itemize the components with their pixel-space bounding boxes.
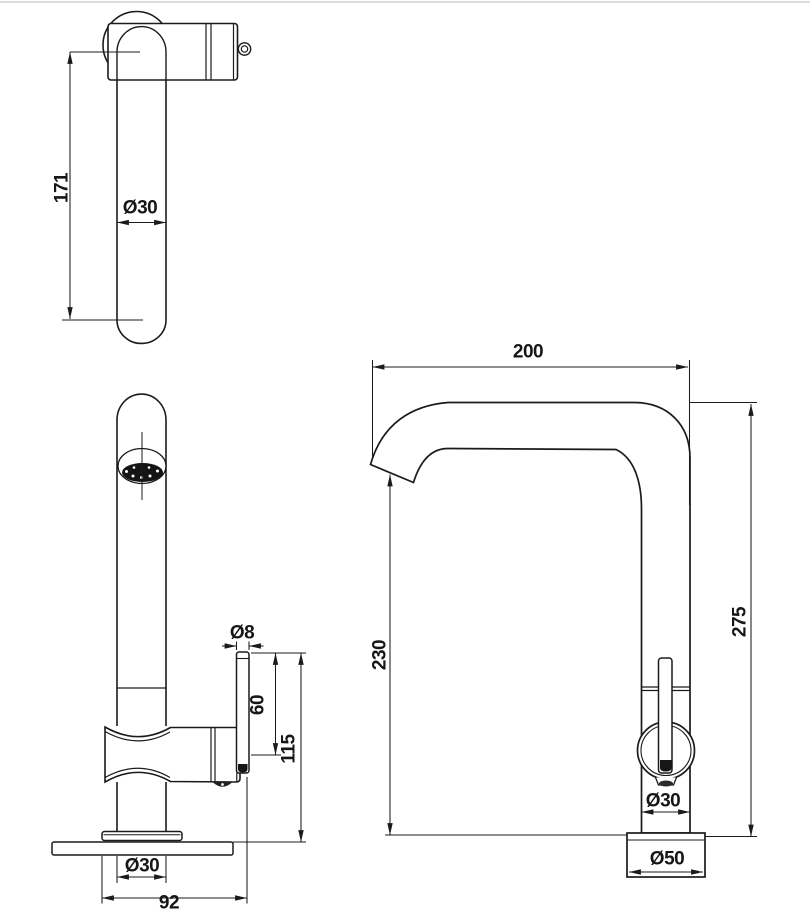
lever-rod-dark-tip xyxy=(238,764,248,773)
lever-end-ring-outer xyxy=(237,42,252,56)
front-view-dimension-lines xyxy=(101,641,306,904)
side-view-dimension-lines xyxy=(371,360,757,875)
lever-rod-side-dark-tip xyxy=(660,760,672,772)
page-top-divider xyxy=(0,1,810,3)
housing-divider-lines xyxy=(205,23,235,80)
nub-highlight xyxy=(221,783,224,786)
dim-label-lever-length: 60 xyxy=(247,694,269,716)
ball-collar-shadow xyxy=(659,780,673,787)
column-below-housing xyxy=(116,782,167,831)
tube-lower-section xyxy=(116,688,167,726)
front-view xyxy=(51,393,306,904)
lever-rod-side xyxy=(657,657,673,774)
dim-label-lever-diameter: Ø8 xyxy=(229,622,255,644)
dim-label-spout-reach: 200 xyxy=(512,341,544,363)
handle-housing-front xyxy=(104,725,241,784)
counter-surface-front xyxy=(51,841,234,856)
spout-tube-top xyxy=(116,80,167,345)
base-plate-front xyxy=(101,830,183,842)
dim-label-front-column-diameter: Ø30 xyxy=(124,855,160,877)
dim-label-base-diameter: Ø50 xyxy=(649,848,685,870)
side-view xyxy=(369,360,757,878)
spout-outline-side xyxy=(369,401,691,834)
saddle-inner-curves xyxy=(104,730,171,779)
lever-rod-front xyxy=(235,651,250,774)
dim-label-total-reach: 92 xyxy=(158,892,180,911)
lever-end-ring-inner xyxy=(240,45,249,53)
dim-label-spout-length: 171 xyxy=(51,172,73,204)
dim-label-spout-clearance: 230 xyxy=(369,639,391,671)
dim-label-top-spout-diameter: Ø30 xyxy=(122,197,158,219)
spout-bend-arc xyxy=(116,25,167,80)
dim-label-side-column-diameter: Ø30 xyxy=(645,790,681,812)
dim-label-lever-height: 115 xyxy=(278,734,300,764)
top-view-dimension-lines xyxy=(62,51,166,321)
top-view xyxy=(62,10,252,345)
dim-label-total-height: 275 xyxy=(729,606,751,638)
